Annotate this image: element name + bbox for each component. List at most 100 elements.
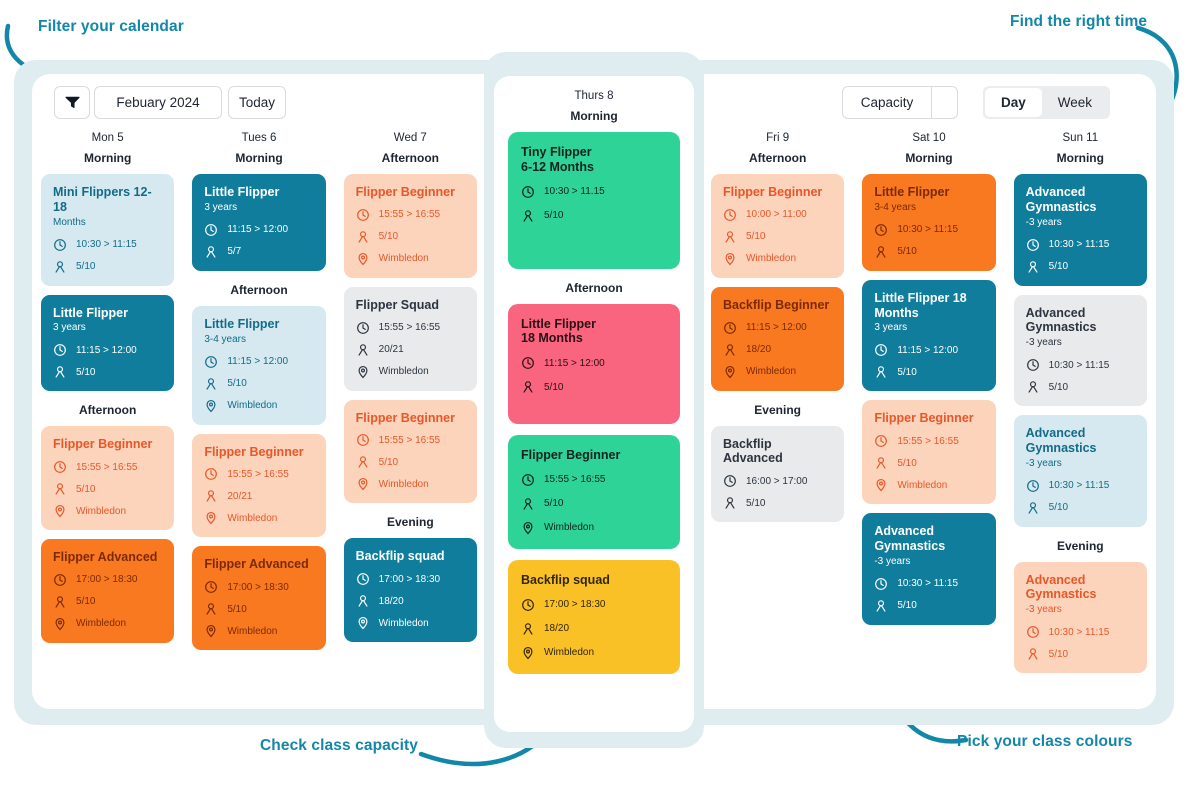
class-card-subtitle: -3 years	[874, 555, 911, 567]
class-card-capacity-row: 5/10	[204, 602, 313, 616]
day-part-header: Morning	[1056, 151, 1104, 165]
month-label: Febuary 2024	[116, 95, 200, 110]
class-card-time-row: 17:00 > 18:30	[53, 573, 162, 587]
person-icon	[55, 483, 65, 495]
person-icon	[1028, 501, 1038, 514]
clock-icon	[205, 468, 218, 481]
day-part-header: Afternoon	[79, 403, 137, 418]
class-card-location-row: Wimbledon	[356, 616, 465, 630]
class-card-time: 10:30 > 11:15	[897, 224, 959, 236]
class-card-capacity-row: 18/20	[723, 343, 832, 357]
clock-icon	[205, 355, 218, 368]
class-card-title: Little Flipper	[204, 316, 280, 331]
capacity-label[interactable]: Capacity	[860, 95, 914, 110]
class-card-capacity: 5/10	[544, 210, 564, 221]
class-card-title: Flipper Advanced	[204, 557, 309, 572]
person-icon	[876, 599, 886, 612]
filter-button[interactable]	[54, 86, 90, 119]
clock-icon	[724, 208, 736, 221]
view-toggle-week[interactable]: Week	[1057, 95, 1092, 110]
class-card-capacity-row: 5/10	[204, 377, 313, 391]
class-card-time-row: 15:55 > 16:55	[356, 433, 465, 447]
person-icon	[876, 366, 886, 378]
class-card-location-row: Wimbledon	[356, 252, 465, 266]
view-toggle[interactable]: Day Week	[982, 86, 1110, 119]
class-card-location: Wimbledon	[227, 625, 278, 637]
day-column-date: Sun 11	[1062, 132, 1099, 144]
class-card-time-row: 10:30 > 11:15	[1026, 479, 1135, 493]
class-card-title: Flipper Beginner	[722, 185, 823, 199]
map-pin-icon	[206, 512, 216, 525]
person-icon	[523, 381, 533, 393]
class-card-time-row: 11:15 > 12:00	[521, 356, 667, 370]
class-card-subtitle: 3 years	[53, 322, 86, 334]
class-card-subtitle: -3 years	[1025, 604, 1062, 615]
person-icon	[206, 603, 216, 615]
clock-icon	[356, 208, 369, 221]
class-card-capacity-row: 5/10	[521, 497, 667, 511]
today-button[interactable]: Today	[228, 86, 286, 119]
class-card-title: Flipper Advanced	[53, 550, 158, 564]
class-card-location-row: Wimbledon	[53, 504, 162, 518]
class-card-capacity-row: 5/10	[874, 245, 983, 259]
class-card-subtitle: -3 years	[1025, 457, 1062, 469]
class-card-capacity: 5/10	[897, 457, 917, 469]
view-toggle-day[interactable]: Day	[984, 88, 1042, 117]
class-card-title: Backflip Beginner	[722, 297, 830, 312]
class-card-subtitle: 3 years	[874, 322, 908, 334]
class-card-title: Little Flipper	[874, 185, 950, 199]
clock-icon	[522, 598, 534, 611]
person-icon	[358, 343, 368, 356]
class-card-location: Wimbledon	[745, 366, 797, 377]
month-selector[interactable]: Febuary 2024	[94, 86, 222, 119]
class-card-time: 10:30 > 11:15	[1048, 480, 1110, 491]
capacity-selector[interactable]: Capacity	[842, 86, 958, 119]
clock-icon	[356, 434, 369, 447]
annotation-check-class-capacity: Check class capacity	[260, 737, 418, 754]
class-card-capacity: 5/10	[897, 600, 917, 611]
class-card-title: Flipper Beginner	[355, 185, 455, 199]
clock-icon	[522, 357, 534, 369]
class-card-time: 10:30 > 11:15	[897, 578, 959, 589]
class-card-capacity: 5/10	[897, 366, 917, 378]
annotation-pick-your-class-colours: Pick your class colours	[957, 733, 1133, 750]
class-card-title: Flipper Beginner	[355, 410, 455, 425]
focus-day-date: Thurs 8	[574, 90, 614, 102]
class-card-time: 17:00 > 18:30	[76, 574, 138, 586]
capacity-dropdown-slot[interactable]	[931, 87, 957, 118]
class-card-location-row: Wimbledon	[204, 511, 313, 525]
class-card-title: Backflip squad	[521, 572, 610, 587]
